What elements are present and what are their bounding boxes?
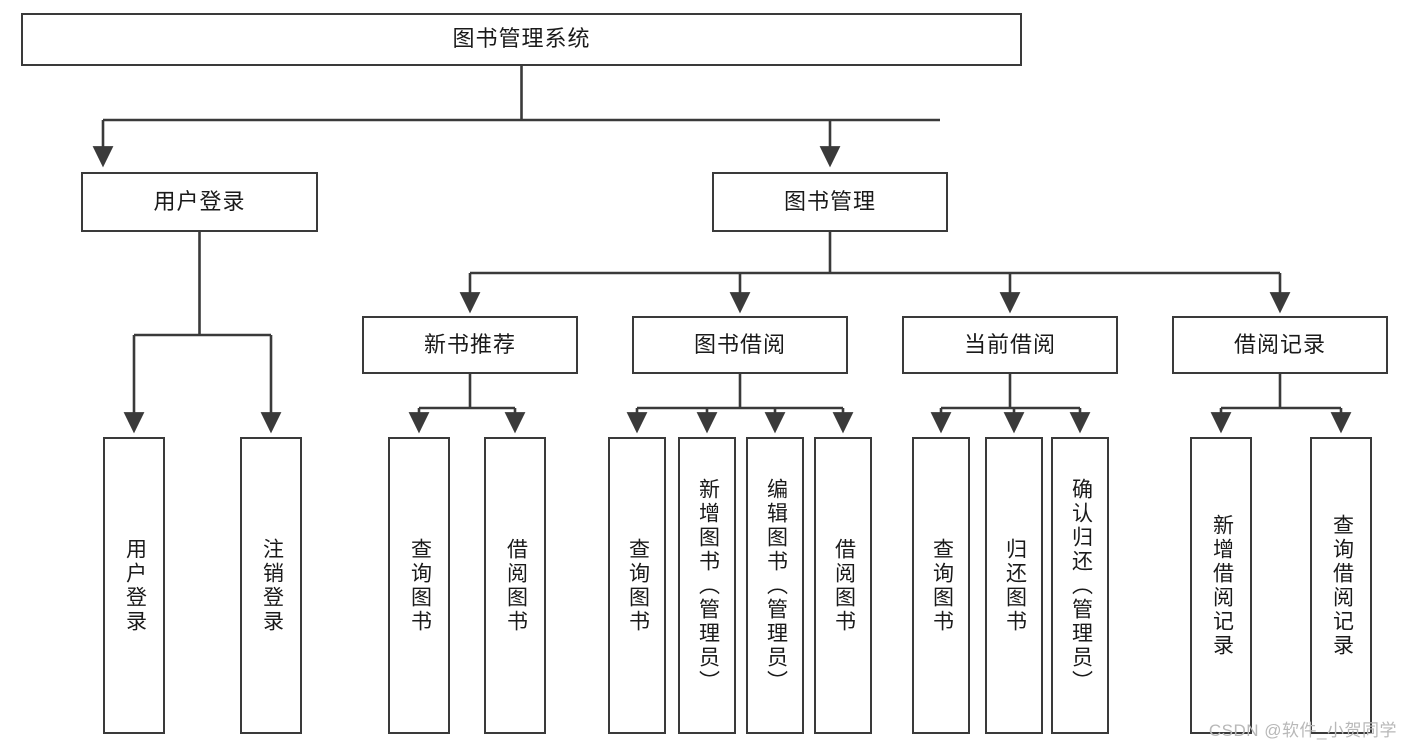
node-leaf-add-book-admin[interactable]: 新增图书（管理员） xyxy=(678,437,736,734)
node-current-borrow[interactable]: 当前借阅 xyxy=(902,316,1118,374)
node-label: 编辑图书（管理员） xyxy=(764,477,788,694)
node-leaf-confirm-return-admin[interactable]: 确认归还（管理员） xyxy=(1051,437,1109,734)
node-label: 确认归还（管理员） xyxy=(1069,477,1093,694)
node-leaf-borrow-book-2[interactable]: 借阅图书 xyxy=(814,437,872,734)
node-label: 图书借阅 xyxy=(693,331,786,357)
node-label: 用户登录 xyxy=(153,188,246,214)
node-label: 借阅图书 xyxy=(832,537,856,634)
node-label: 用户登录 xyxy=(123,537,147,634)
node-label: 查询图书 xyxy=(408,537,432,634)
node-borrow-record[interactable]: 借阅记录 xyxy=(1172,316,1388,374)
node-leaf-query-book-3[interactable]: 查询图书 xyxy=(912,437,970,734)
node-leaf-edit-book-admin[interactable]: 编辑图书（管理员） xyxy=(746,437,804,734)
node-leaf-add-borrow-record[interactable]: 新增借阅记录 xyxy=(1190,437,1252,734)
node-label: 借阅记录 xyxy=(1233,331,1326,357)
node-label: 图书管理 xyxy=(783,188,876,214)
node-leaf-query-book-2[interactable]: 查询图书 xyxy=(608,437,666,734)
node-user-login[interactable]: 用户登录 xyxy=(81,172,318,232)
node-leaf-query-borrow-record[interactable]: 查询借阅记录 xyxy=(1310,437,1372,734)
node-new-book-recommend[interactable]: 新书推荐 xyxy=(362,316,578,374)
node-label: 图书管理系统 xyxy=(452,26,591,52)
node-label: 当前借阅 xyxy=(963,331,1056,357)
node-label: 新增借阅记录 xyxy=(1210,513,1234,658)
csdn-watermark: CSDN @软件_小贺同学 xyxy=(1208,721,1397,740)
node-leaf-query-book-1[interactable]: 查询图书 xyxy=(388,437,450,734)
node-label: 借阅图书 xyxy=(504,537,528,634)
node-leaf-logout-login[interactable]: 注销登录 xyxy=(240,437,302,734)
node-book-borrow[interactable]: 图书借阅 xyxy=(632,316,848,374)
node-label: 新书推荐 xyxy=(423,331,516,357)
node-leaf-borrow-book-1[interactable]: 借阅图书 xyxy=(484,437,546,734)
node-leaf-user-login[interactable]: 用户登录 xyxy=(103,437,165,734)
node-label: 新增图书（管理员） xyxy=(696,477,720,694)
node-label: 查询图书 xyxy=(626,537,650,634)
node-book-management[interactable]: 图书管理 xyxy=(712,172,948,232)
node-label: 查询借阅记录 xyxy=(1330,513,1354,658)
node-root-system[interactable]: 图书管理系统 xyxy=(21,13,1022,66)
node-label: 注销登录 xyxy=(260,537,284,634)
node-label: 查询图书 xyxy=(930,537,954,634)
node-label: 归还图书 xyxy=(1003,537,1027,634)
node-leaf-return-book[interactable]: 归还图书 xyxy=(985,437,1043,734)
